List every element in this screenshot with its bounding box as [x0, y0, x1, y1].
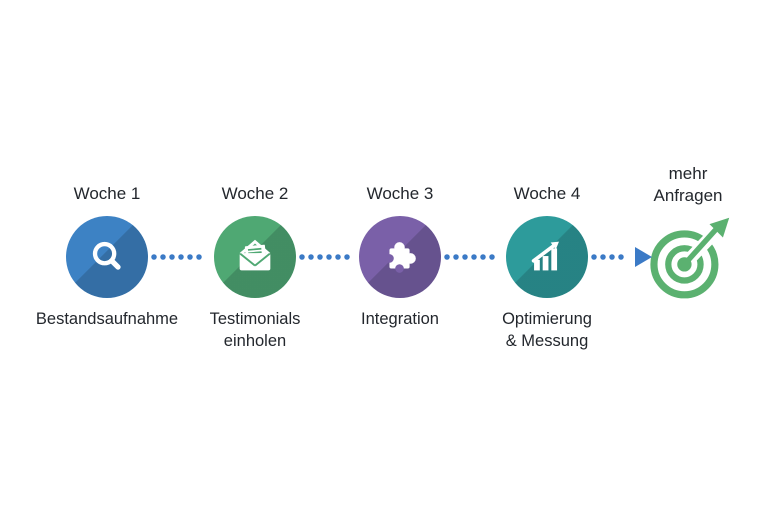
magnifier-icon: [92, 241, 121, 270]
envelope-open-icon: [239, 239, 271, 271]
step-week3-title: Woche 3: [366, 184, 434, 203]
puzzle-piece-icon: [385, 242, 416, 273]
step-week4-circle: [506, 216, 588, 298]
step-week2-circle: [214, 216, 296, 298]
step-week3-label: Integration: [361, 310, 439, 328]
outcome-label: mehr Anfragen: [653, 164, 723, 205]
outcome-goal: mehr Anfragen: [598, 163, 768, 302]
step-week4-title: Woche 4: [513, 184, 581, 203]
target-dart-icon-wrap: [645, 216, 731, 302]
step-week1-title: Woche 1: [73, 184, 141, 203]
step-week3: Woche 3 Integration: [310, 183, 490, 330]
step-week2-title: Woche 2: [221, 184, 289, 203]
step-week2-label: Testimonials einholen: [209, 310, 301, 350]
target-dart-icon: [650, 217, 730, 299]
dotted-connector-1: [151, 254, 211, 260]
dotted-connector-2: [299, 254, 359, 260]
step-week1-label: Bestandsaufnahme: [35, 310, 179, 328]
bar-chart-arrow-icon: [531, 241, 559, 271]
step-week2: Woche 2 Testimonials einholen: [165, 183, 345, 352]
dotted-connector-3: [444, 254, 504, 260]
step-week4: Woche 4 Optimierung & Messung: [457, 183, 637, 352]
dotted-connector-arrow: [591, 247, 652, 267]
step-week4-label: Optimierung & Messung: [502, 310, 592, 350]
step-week1-circle: [66, 216, 148, 298]
arrow-right-icon: [635, 247, 652, 267]
step-week3-circle: [359, 216, 441, 298]
step-week1: Woche 1 Bestandsaufnahme: [17, 183, 197, 330]
